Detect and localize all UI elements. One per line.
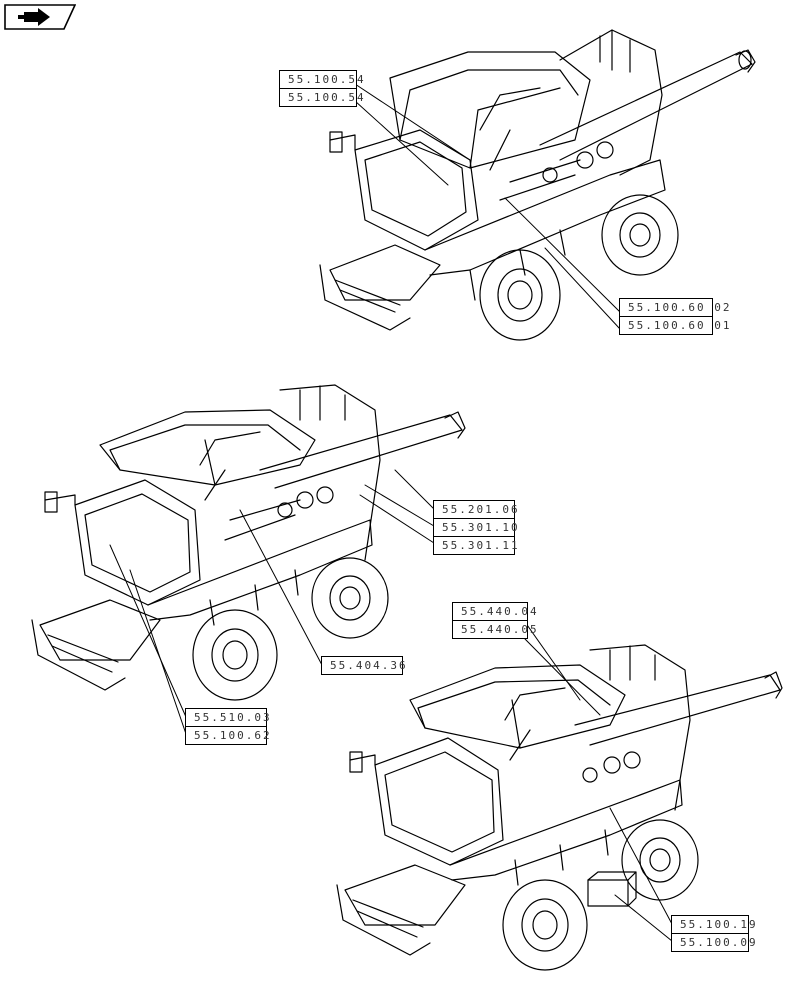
callout-ref: 55.301.11 — [434, 536, 518, 554]
callout-ref: 55.100.62 — [186, 726, 270, 744]
callout-ref: 55.404.36 — [330, 659, 408, 672]
combine-view-middle — [31, 384, 466, 701]
next-page-button[interactable] — [4, 4, 76, 30]
combine-view-bottom — [336, 644, 783, 971]
callout-middle-center[interactable]: 55.404.36 — [321, 656, 408, 675]
callout-middle-right[interactable]: 55.201.06 55.301.10 55.301.11 — [433, 500, 520, 555]
next-page-arrow-icon — [18, 8, 50, 26]
leader-lines — [109, 83, 673, 942]
callout-bottom-top[interactable]: 55.440.04 55.440.05 — [452, 602, 539, 639]
callout-ref: 55.301.10 — [434, 518, 518, 536]
callout-ref: 55.440.04 — [461, 605, 539, 618]
callout-ref: 55.100.09 — [672, 933, 756, 951]
callout-middle-left[interactable]: 55.510.03 55.100.62 — [185, 708, 272, 745]
callout-ref: 55.100.60 01 — [620, 316, 729, 334]
callout-ref: 55.201.06 — [442, 503, 520, 516]
callout-bottom-right[interactable]: 55.100.19 55.100.09 — [671, 915, 758, 952]
combine-view-top — [319, 29, 756, 341]
callout-ref: 55.510.03 — [194, 711, 272, 724]
callout-ref: 55.100.54 — [288, 73, 366, 86]
callout-ref: 55.100.60 02 — [628, 301, 732, 314]
callout-ref: 55.100.19 — [680, 918, 758, 931]
callout-ref: 55.100.54 — [280, 88, 364, 106]
callout-top-left[interactable]: 55.100.54 55.100.54 — [279, 70, 366, 107]
callout-ref: 55.440.05 — [453, 620, 537, 638]
callout-top-right[interactable]: 55.100.60 02 55.100.60 01 — [619, 298, 732, 335]
